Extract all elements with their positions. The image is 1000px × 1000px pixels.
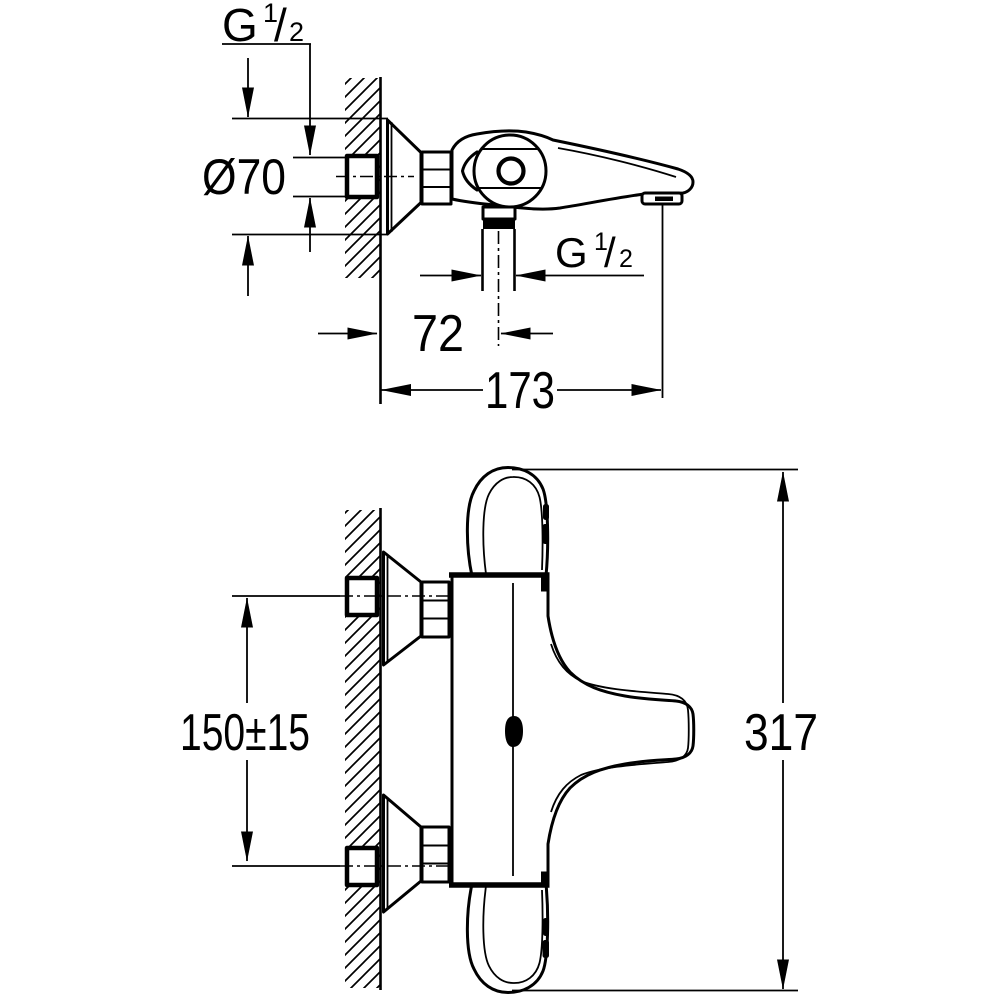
wall-to-spout-end-label: 173	[485, 362, 555, 420]
hex-union-nut	[420, 580, 451, 639]
escutcheon-diameter-label: Ø70	[202, 149, 286, 205]
overall-length-label: 317	[744, 704, 818, 762]
knob-center-cap	[496, 156, 526, 186]
faucet-body-and-spout	[450, 573, 696, 887]
escutcheon	[382, 550, 423, 667]
handle-inner-line	[482, 476, 544, 575]
upper-inlet	[232, 550, 456, 667]
outlet-collar	[481, 205, 517, 221]
dim-overall-length: 317	[512, 468, 818, 992]
body-corner-mark	[541, 577, 548, 592]
dim-inlet-spacing: 150±15	[180, 597, 310, 862]
dim-wall-to-spout-end: 173	[381, 205, 664, 420]
knob-grip-pointer	[460, 150, 479, 192]
wall-to-outlet-label: 72	[412, 305, 464, 363]
outlet-collar-band	[483, 219, 515, 229]
side-view: G 1 / 2 Ø70 G 1 / 2 72	[202, 0, 695, 420]
hex-union-nut	[420, 825, 451, 884]
dim-wall-thread: G 1 / 2	[222, 0, 316, 252]
handle-mark	[543, 504, 549, 520]
dim-outlet-thread: G 1 / 2	[420, 228, 644, 282]
hex-union-nut	[420, 150, 453, 206]
handle-outline	[465, 882, 550, 994]
aerator-slot	[655, 196, 673, 201]
wall-thread-label: G	[222, 0, 258, 51]
lower-inlet	[232, 793, 456, 914]
handle-inner-line	[482, 885, 544, 984]
outlet-thread-numerator: 1	[594, 228, 608, 256]
wall-thread-denominator: 2	[289, 17, 304, 47]
inlet-spacing-label: 150±15	[180, 704, 310, 762]
dim-escutcheon-diameter: Ø70	[202, 58, 286, 296]
dim-wall-to-outlet: 72	[318, 305, 553, 363]
outlet-thread-label: G	[555, 229, 588, 276]
handle-mark	[542, 524, 549, 544]
body-corner-mark	[541, 871, 548, 884]
spout-mouth-mark	[505, 716, 523, 747]
handle-outline	[465, 466, 550, 578]
bottom-handle	[465, 882, 550, 994]
outlet-thread-denominator: 2	[619, 245, 633, 273]
escutcheon	[382, 793, 423, 914]
handle-mark	[543, 918, 549, 936]
handle-mark	[542, 940, 549, 958]
spout-inner-line	[550, 643, 690, 813]
outlet-thread-slash: /	[604, 229, 616, 276]
top-handle	[465, 466, 550, 578]
spout-inner-line	[557, 147, 677, 178]
wall-thread-slash: /	[274, 0, 287, 51]
wall-thread-numerator: 1	[263, 0, 278, 28]
plan-view: 150±15 317	[180, 466, 818, 994]
